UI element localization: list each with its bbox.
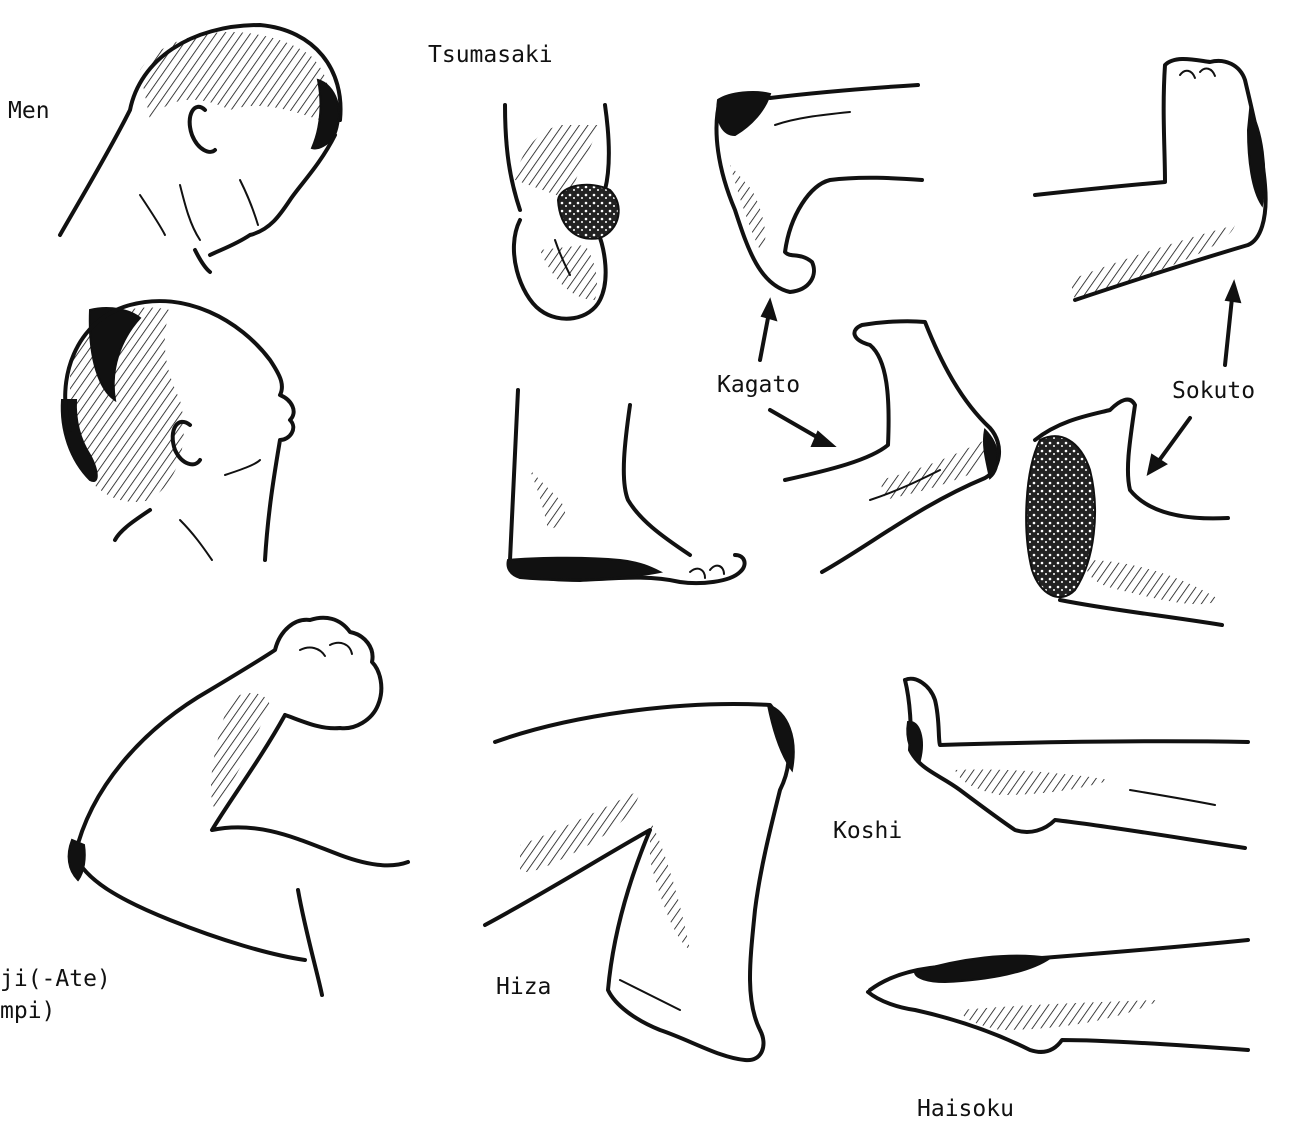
sokuto-strike-area-1: [1248, 110, 1264, 205]
kagato-up-arrow: [760, 318, 768, 360]
head-profile-back: [62, 301, 294, 560]
label-hiza: Hiza: [496, 976, 551, 999]
head-profile-forehead: [60, 25, 341, 272]
foot-koshi: [905, 679, 1248, 848]
haisoku-strike-area: [915, 956, 1050, 982]
sokuto-up-arrow: [1225, 298, 1232, 365]
foot-standing-sole: [508, 390, 745, 583]
arm-elbow-hiji-ate: [69, 618, 408, 995]
kagato-strike-area-1: [717, 92, 770, 135]
label-hiji-ate: ji(-Ate): [0, 968, 111, 991]
foot-front-tsumasaki: [505, 105, 619, 319]
knee-strike-area: [768, 705, 794, 770]
tsumasaki-strike-area: [558, 185, 619, 239]
sole-strike-area: [508, 558, 661, 580]
label-tsumasaki: Tsumasaki: [428, 44, 553, 67]
leg-knee-hiza: [485, 704, 794, 1060]
foot-side-kagato-upper: [716, 85, 922, 292]
elbow-strike-area: [69, 840, 85, 880]
label-men: Men: [8, 100, 50, 123]
foot-side-sokuto-upper: [1035, 59, 1266, 300]
label-koshi: Koshi: [833, 820, 902, 843]
label-haisoku: Haisoku: [917, 1098, 1014, 1121]
label-empi: mpi): [0, 1000, 55, 1023]
foot-haisoku: [868, 940, 1248, 1052]
sokuto-diagonal-arrow: [1158, 418, 1190, 462]
foot-sole-sokuto-lower: [1026, 400, 1228, 625]
sokuto-strike-area-2: [1026, 436, 1095, 597]
label-kagato: Kagato: [717, 374, 800, 397]
kagato-diagonal-arrow: [770, 410, 822, 440]
label-sokuto: Sokuto: [1172, 380, 1255, 403]
koshi-strike-area: [907, 722, 922, 760]
